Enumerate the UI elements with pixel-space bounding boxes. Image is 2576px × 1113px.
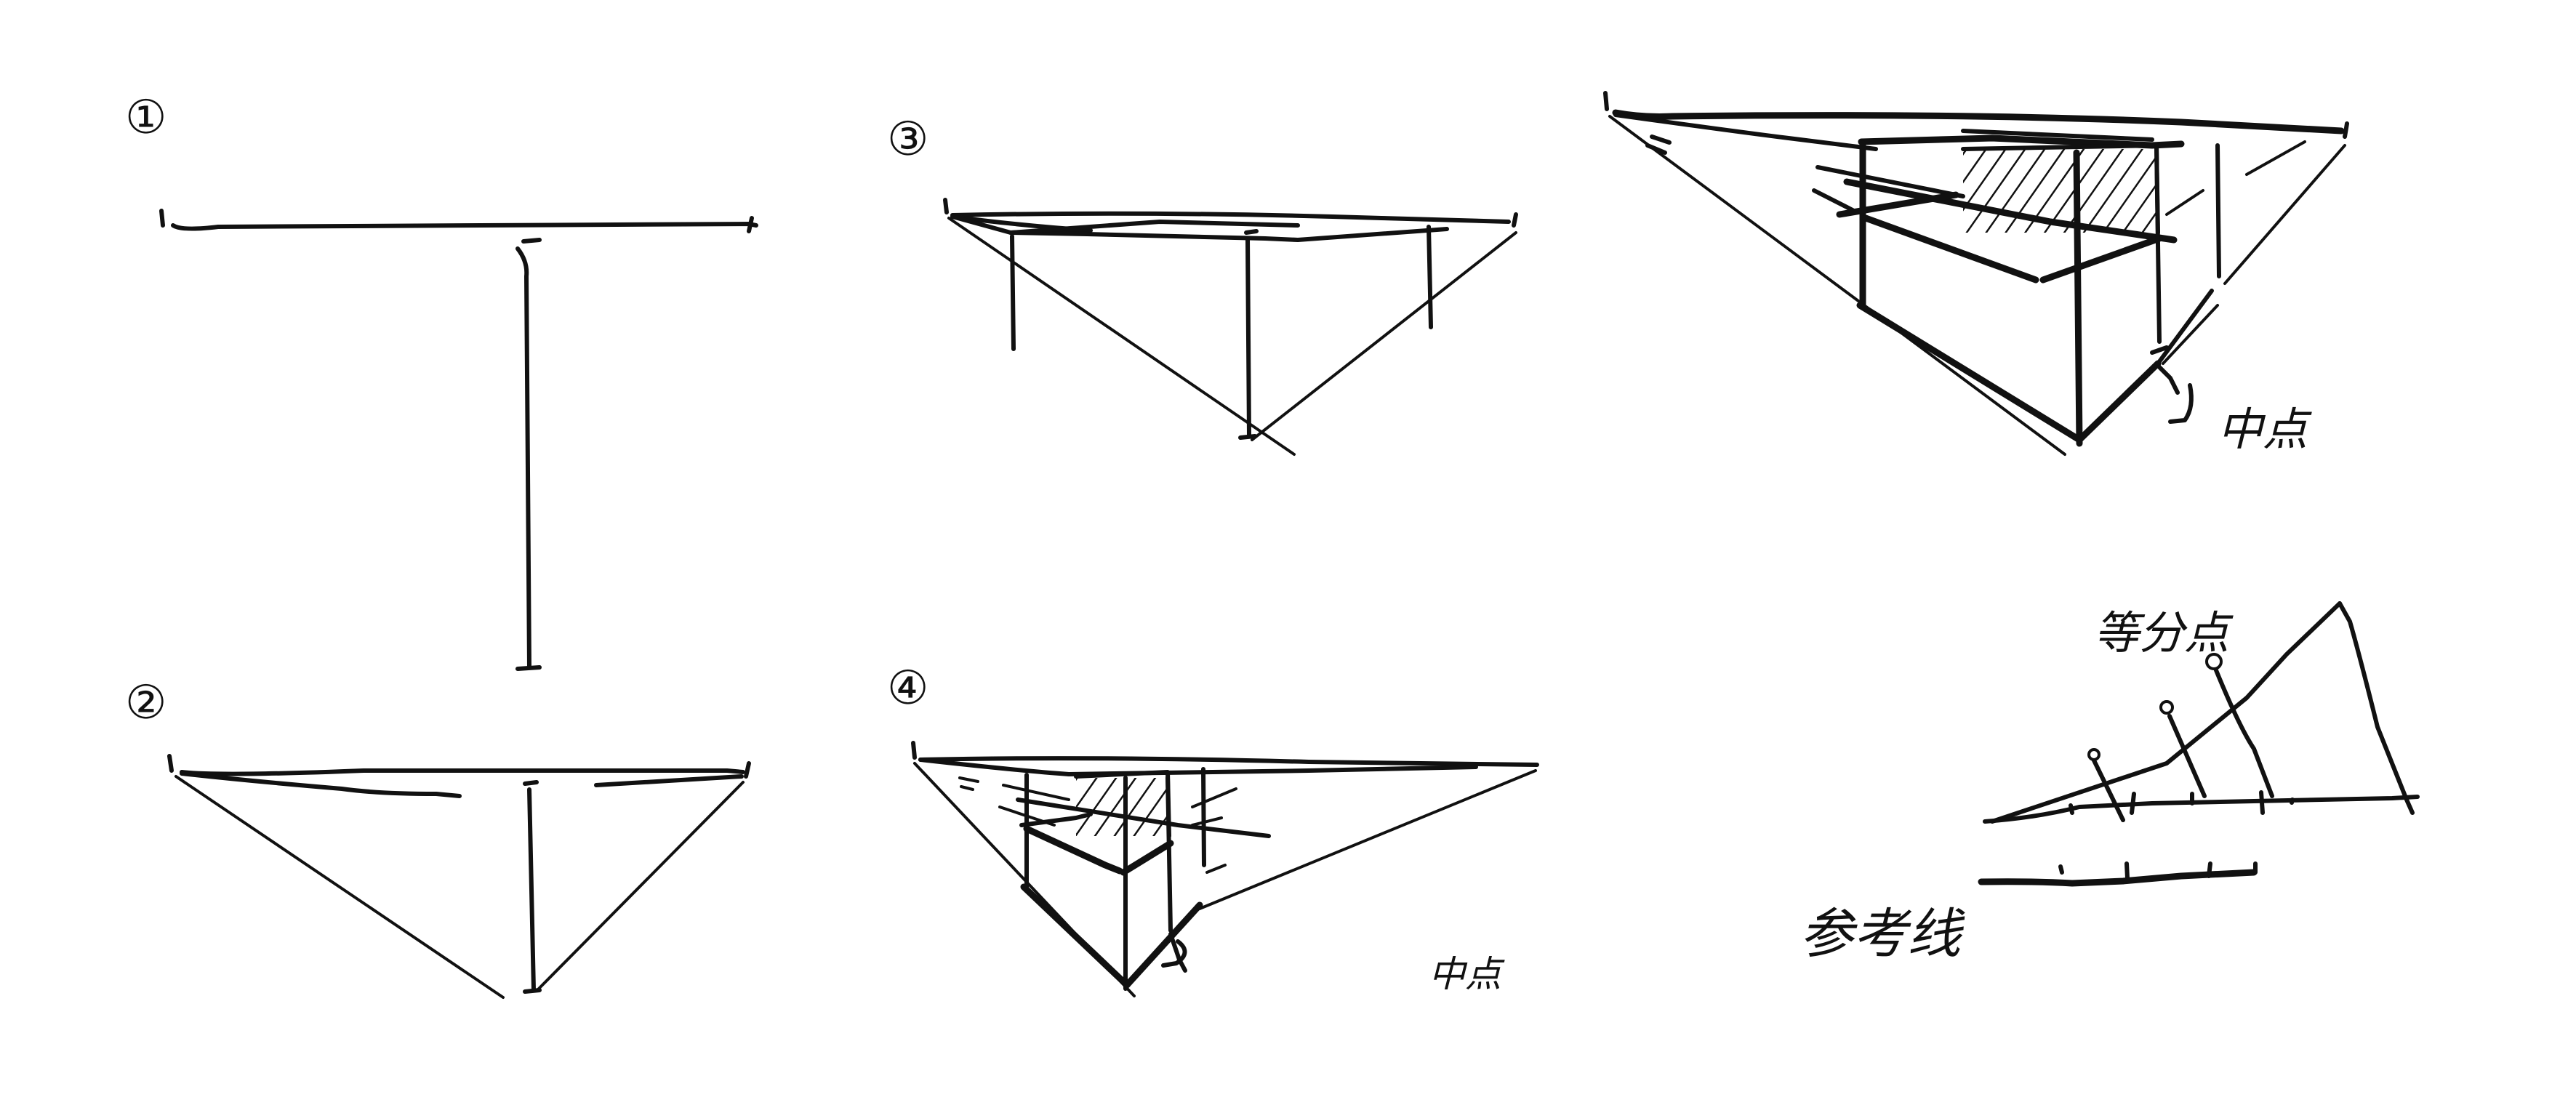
hatched-face	[1963, 149, 2158, 233]
step3-drawing	[943, 198, 1518, 456]
step-number-1: ①	[125, 91, 167, 145]
midpoint-label-step4: 中点	[1429, 953, 1501, 995]
step1-drawing	[159, 209, 758, 671]
equal-division-points-label: 等分点	[2094, 606, 2230, 659]
equal-division-drawing	[1978, 601, 2420, 887]
step-number-4: ④	[887, 662, 929, 715]
final-drawing	[1603, 91, 2349, 456]
hatched-face	[1076, 778, 1167, 836]
reference-line-label: 参考线	[1799, 903, 1961, 965]
midpoint-label-final: 中点	[2218, 403, 2308, 456]
step-number-2: ②	[125, 676, 167, 730]
step2-drawing	[167, 754, 751, 999]
step4-drawing	[911, 741, 1539, 997]
step-number-3: ③	[887, 113, 929, 166]
